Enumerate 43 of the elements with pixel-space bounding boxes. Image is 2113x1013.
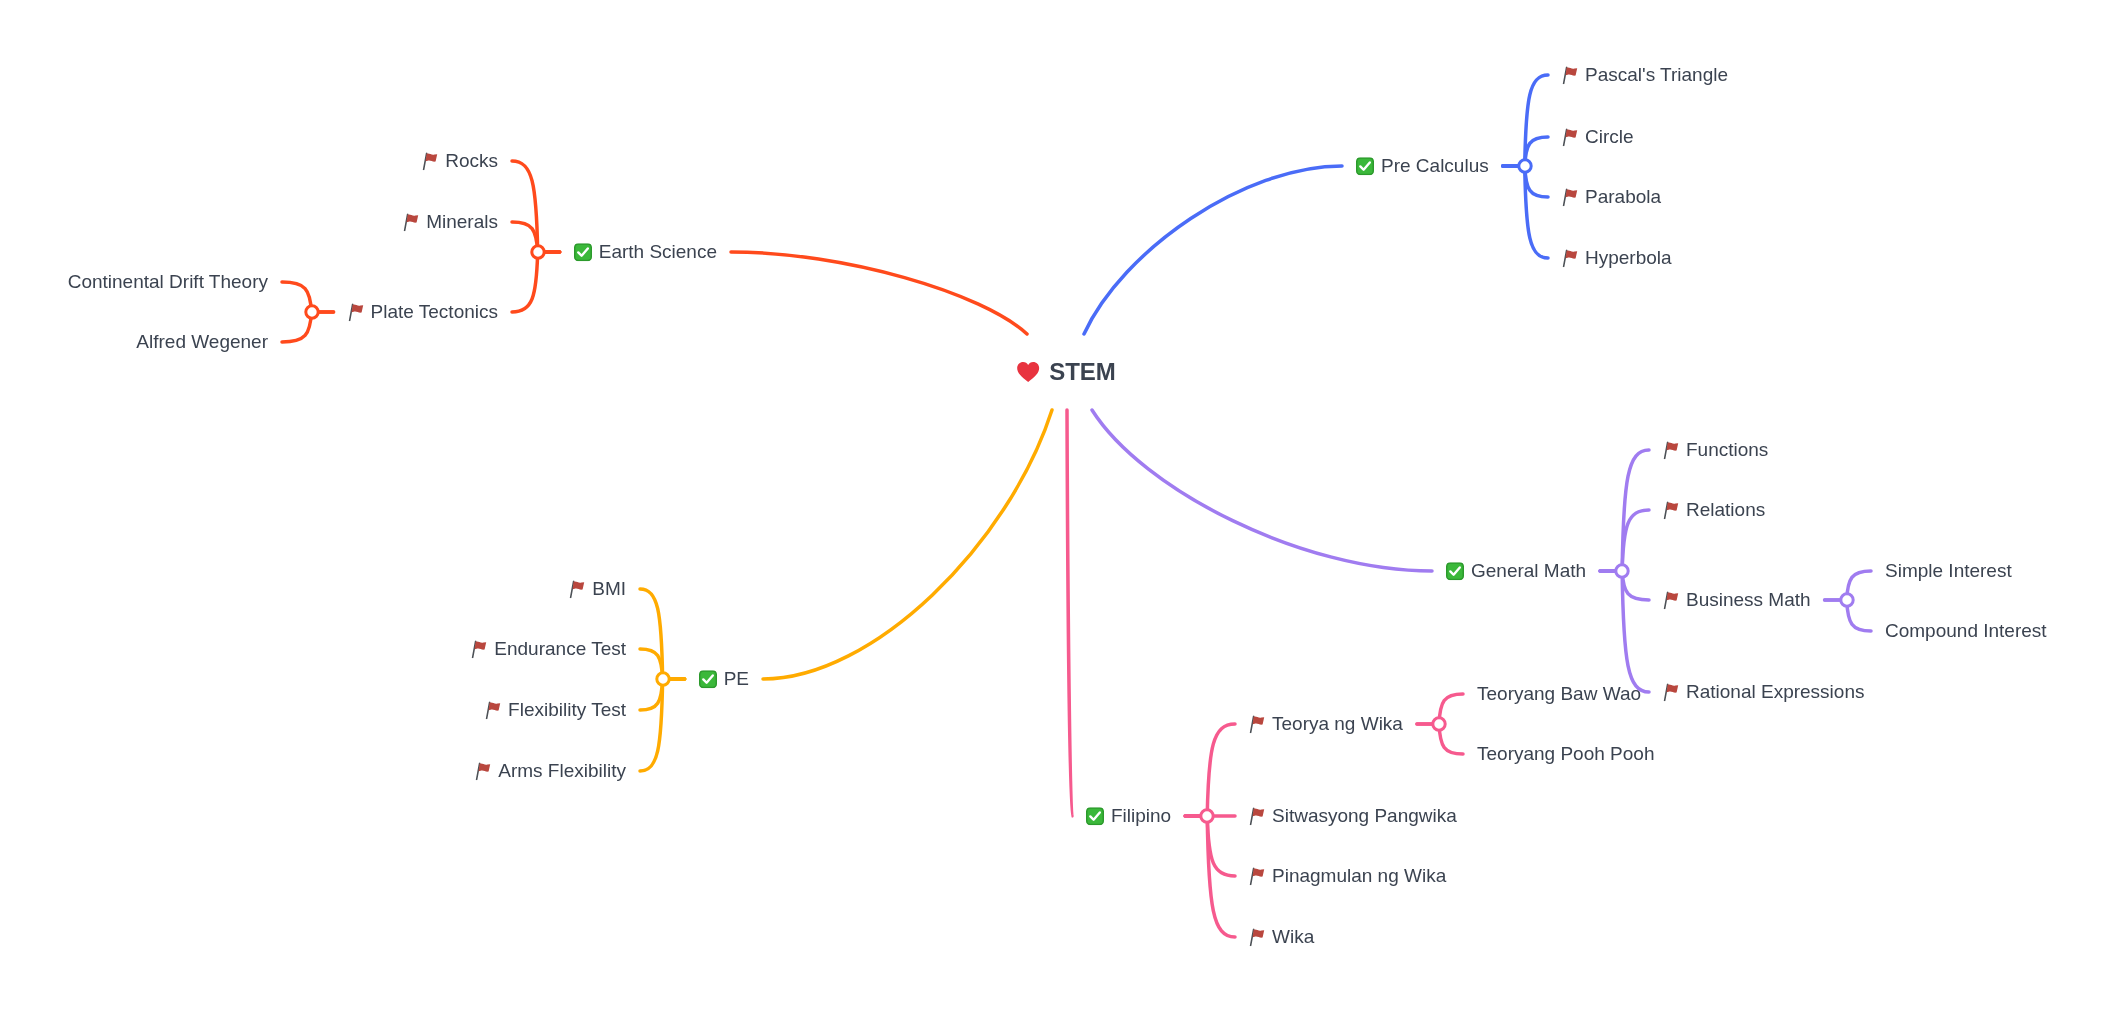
branch-line <box>1598 569 1651 694</box>
branch-line <box>729 250 1029 336</box>
branch-line <box>1500 164 1550 260</box>
subtopic-label: Rocks <box>445 149 498 173</box>
detail-label: Teoryang Baw Wao <box>1477 682 1642 706</box>
topic-label: Pre Calculus <box>1381 154 1489 178</box>
detail-label: Alfred Wegener <box>136 330 268 354</box>
topic-label: General Math <box>1471 559 1587 583</box>
subtopic-label: Parabola <box>1585 185 1662 209</box>
branch-line <box>1082 164 1344 336</box>
subtopic-label: Rational Expressions <box>1686 680 1865 704</box>
subtopic-label: Flexibility Test <box>508 698 626 722</box>
branch-line <box>1183 814 1237 939</box>
subtopic-label: Hyperbola <box>1585 246 1672 270</box>
branch-line <box>1090 408 1434 573</box>
subtopic-label: Sitwasyong Pangwika <box>1272 804 1457 828</box>
detail-label: Teoryang Pooh Pooh <box>1477 742 1655 766</box>
branch-line <box>761 408 1054 681</box>
branch-line <box>638 677 687 773</box>
topic-label: PE <box>723 667 749 691</box>
topic-label: Earth Science <box>598 240 717 264</box>
subtopic-label: Business Math <box>1686 588 1811 612</box>
subtopic-label: Circle <box>1585 125 1634 149</box>
central-topic-label: STEM <box>1049 357 1116 387</box>
subtopic-label: Functions <box>1686 438 1769 462</box>
subtopic-label: Endurance Test <box>494 637 626 661</box>
subtopic-label: Minerals <box>426 210 498 234</box>
branch-line <box>1065 408 1074 818</box>
branch-line <box>1415 722 1465 756</box>
detail-label: Simple Interest <box>1885 559 2012 583</box>
branch-line <box>280 310 336 344</box>
subtopic-label: BMI <box>592 577 626 601</box>
subtopic-label: Pascal's Triangle <box>1585 63 1729 87</box>
subtopic-label: Wika <box>1272 925 1315 949</box>
topic-label: Filipino <box>1111 804 1172 828</box>
branch-line <box>1822 598 1873 633</box>
subtopic-label: Arms Flexibility <box>498 759 626 783</box>
subtopic-label: Relations <box>1686 498 1766 522</box>
subtopic-label: Plate Tectonics <box>370 300 498 324</box>
subtopic-label: Pinagmulan ng Wika <box>1272 864 1447 888</box>
detail-label: Compound Interest <box>1885 619 2047 643</box>
detail-label: Continental Drift Theory <box>67 270 268 294</box>
subtopic-label: Teorya ng Wika <box>1272 712 1403 736</box>
